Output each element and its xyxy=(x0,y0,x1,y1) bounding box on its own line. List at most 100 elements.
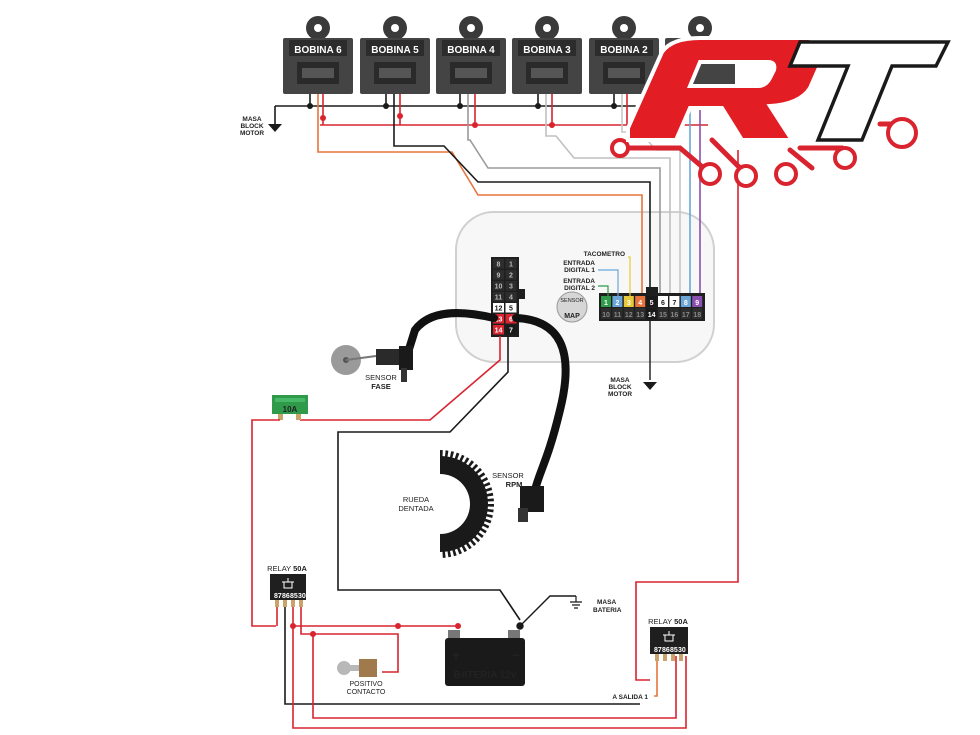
ecu-input-labels: TACOMETRO ENTRADA DIGITAL 1 ENTRADA DIGI… xyxy=(563,251,631,296)
ecu-pin-label: 18 xyxy=(693,312,701,319)
coil-label: BOBINA 3 xyxy=(523,45,571,56)
coil-label: BOBINA 2 xyxy=(600,45,648,56)
ecu-pin-bottom xyxy=(692,308,703,319)
sensor-rpm: SENSOR RPM xyxy=(492,471,544,522)
connector-pin xyxy=(493,281,504,291)
sensor-fase-label-1: SENSOR xyxy=(365,373,397,382)
ecu-pin-top xyxy=(601,296,611,307)
relay-left-pin: 30 xyxy=(298,593,306,600)
ecu-pin-top xyxy=(680,296,691,307)
ecu-pin-bottom xyxy=(612,308,623,319)
connector-pin xyxy=(505,303,517,313)
connector-pin-label: 4 xyxy=(509,295,513,302)
bateria-minus: − xyxy=(512,647,520,663)
masa-label: MASA xyxy=(610,377,629,384)
connector-pin xyxy=(505,281,517,291)
connector-pin xyxy=(505,314,517,324)
relay-left: RELAY 50A 87 86 85 30 xyxy=(267,564,307,607)
connector-pin xyxy=(505,259,517,269)
ground-wire xyxy=(337,336,521,621)
positivo-label-1: POSITIVO xyxy=(349,681,383,688)
relay-feed-wire xyxy=(635,150,739,681)
connector-pin-label: 8 xyxy=(497,262,501,269)
rt-logo xyxy=(610,36,951,188)
ecu-pin-label: 17 xyxy=(682,312,690,319)
ecu-pin-top xyxy=(612,296,623,307)
a-salida-label: A SALIDA 1 xyxy=(612,694,648,701)
connector-pin xyxy=(493,303,504,313)
connector-pin-label: 11 xyxy=(495,295,503,302)
ecu-pin-label: 1 xyxy=(604,300,608,307)
connector-pin-label: 2 xyxy=(509,273,513,280)
ecu-pin-label: 14 xyxy=(648,312,656,319)
bateria-plus: + xyxy=(452,647,460,663)
ecu-pin-label: 16 xyxy=(671,312,679,319)
relay-left-pin: 85 xyxy=(290,593,298,600)
fuse-wire xyxy=(300,336,501,421)
ecu-pin-label: 9 xyxy=(695,300,699,307)
connector-pin xyxy=(505,270,517,280)
bateria: + − BATERIA 12v xyxy=(445,630,525,686)
connector-pin-label: 12 xyxy=(495,306,503,313)
ecu-pin-bottom xyxy=(669,308,680,319)
ecu-pin-bottom xyxy=(646,308,657,319)
entrada-digital-2-line1: ENTRADA xyxy=(563,278,595,285)
rueda-dentada: RUEDA DENTADA xyxy=(398,450,494,558)
relay-left-junctions xyxy=(290,623,461,637)
connector-pin-label: 13 xyxy=(495,317,503,324)
coil-5: BOBINA 5 xyxy=(360,16,430,94)
ecu-pin-bottom xyxy=(635,308,646,319)
relay-left-label: RELAY 50A xyxy=(267,564,307,573)
coil-label: BOBINA 5 xyxy=(371,45,419,56)
sensor-map: SENSOR MAP xyxy=(556,291,588,323)
ecu-pin-top xyxy=(646,296,657,307)
fuse-to-relay-wire xyxy=(251,419,280,627)
coil-label: BOBINA 4 xyxy=(447,45,495,56)
junction-dots xyxy=(307,103,617,128)
connector-pin xyxy=(505,325,517,335)
tacometro-label: TACOMETRO xyxy=(584,251,625,258)
relay-left-pin: 87 xyxy=(274,593,282,600)
motor-label: MOTOR xyxy=(240,130,264,137)
coil-4: BOBINA 4 xyxy=(436,16,506,94)
motor-label: MOTOR xyxy=(608,391,632,398)
ground-symbol-ecu: MASA BLOCK MOTOR xyxy=(608,320,657,398)
ecu-pin-bottom xyxy=(623,308,634,319)
ground-symbol-top: MASA BLOCK MOTOR xyxy=(240,116,282,137)
connector-pin-label: 14 xyxy=(495,328,503,335)
salida-wire xyxy=(654,661,658,697)
sensor-fase-label-2: FASE xyxy=(371,382,391,391)
rueda-label-1: RUEDA xyxy=(403,495,429,504)
battery-ground-wires xyxy=(516,595,576,630)
connector-pin xyxy=(493,292,504,302)
ecu-pin-top xyxy=(692,296,703,307)
relay-right-pin: 30 xyxy=(678,647,686,654)
relay-right: RELAY 50A 87 86 85 30 xyxy=(648,617,688,661)
rueda-label-2: DENTADA xyxy=(398,504,433,513)
coil-group: BOBINA 6 BOBINA 5 BOBINA 4 BOBINA 3 xyxy=(283,16,735,94)
ecu-pin-label: 11 xyxy=(614,312,622,319)
connector-pin-label: 9 xyxy=(497,273,501,280)
entrada-digital-1-line1: ENTRADA xyxy=(563,260,595,267)
ecu-pin-label: 8 xyxy=(684,300,688,307)
connector-pin-label: 5 xyxy=(509,306,513,313)
ecu-pin-label: 6 xyxy=(661,300,665,307)
connector-pin xyxy=(493,314,504,324)
connector-pin xyxy=(493,325,504,335)
ecu-pin-label: 10 xyxy=(602,312,610,319)
entrada-digital-1-line2: DIGITAL 1 xyxy=(564,267,595,274)
fuse-10a: 10A xyxy=(272,395,308,420)
sensor-cables xyxy=(401,309,570,494)
relay-right-pin: 86 xyxy=(662,647,670,654)
masa-bateria-label-1: MASA xyxy=(597,599,616,606)
ecu-pin-label: 7 xyxy=(672,300,676,307)
ecu-pin-top xyxy=(658,296,668,307)
ecu-pin-label: 4 xyxy=(638,300,642,307)
positivo-contacto: POSITIVO CONTACTO xyxy=(337,659,386,696)
connector-pin xyxy=(505,292,517,302)
positivo-label-2: CONTACTO xyxy=(347,689,386,696)
coil-2: BOBINA 2 xyxy=(589,16,659,94)
